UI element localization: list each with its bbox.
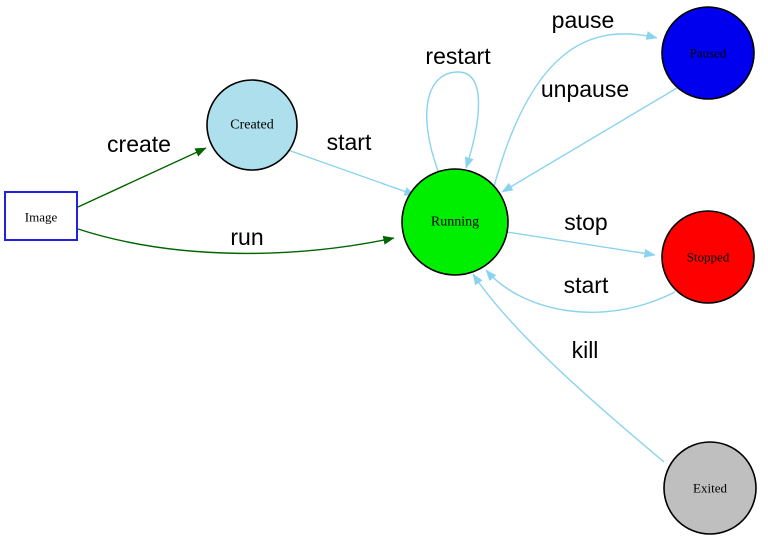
edge-label-stop: stop — [564, 209, 607, 235]
node-paused[interactable]: Paused — [661, 6, 755, 100]
edge-run-path — [77, 228, 395, 255]
edge-label-start-stopped: start — [564, 272, 609, 298]
node-image-label: Image — [25, 210, 58, 225]
node-image[interactable]: Image — [4, 191, 78, 241]
node-created[interactable]: Created — [206, 79, 298, 171]
edge-kill-path — [472, 273, 665, 463]
edge-label-kill: kill — [572, 337, 599, 363]
node-exited-shape[interactable] — [663, 441, 757, 535]
edge-stop-path — [506, 231, 656, 258]
node-paused-shape[interactable] — [661, 6, 755, 100]
nodes-layer: Image Created Running Paused Stopped Exi — [4, 6, 757, 535]
node-running-label: Running — [431, 215, 479, 230]
edge-restart-path — [426, 71, 480, 172]
node-stopped-shape[interactable] — [661, 210, 755, 304]
edge-label-run: run — [230, 224, 263, 250]
edge-label-restart: restart — [425, 43, 491, 69]
node-paused-label: Paused — [690, 46, 727, 61]
edge-pause-path — [491, 31, 658, 195]
node-running-shape[interactable] — [401, 168, 509, 276]
node-created-label: Created — [230, 118, 274, 133]
edge-unpause-path — [501, 87, 678, 193]
edge-label-start-created: start — [327, 129, 372, 155]
node-image-shape[interactable] — [4, 191, 78, 241]
node-stopped[interactable]: Stopped — [661, 210, 755, 304]
node-running[interactable]: Running — [401, 168, 509, 276]
edge-label-unpause: unpause — [541, 76, 629, 102]
edges-layer — [77, 31, 678, 463]
edge-create-path — [77, 147, 207, 208]
edge-label-create: create — [107, 131, 171, 157]
edge-start1-path — [287, 149, 416, 196]
edge-label-pause: pause — [552, 7, 615, 33]
node-created-shape[interactable] — [206, 79, 298, 171]
node-exited[interactable]: Exited — [663, 441, 757, 535]
node-stopped-label: Stopped — [687, 250, 730, 265]
node-exited-label: Exited — [693, 481, 727, 496]
edge-start2-path — [485, 269, 676, 313]
edge-labels-layer: create run start restart pause unpause s… — [107, 7, 629, 363]
